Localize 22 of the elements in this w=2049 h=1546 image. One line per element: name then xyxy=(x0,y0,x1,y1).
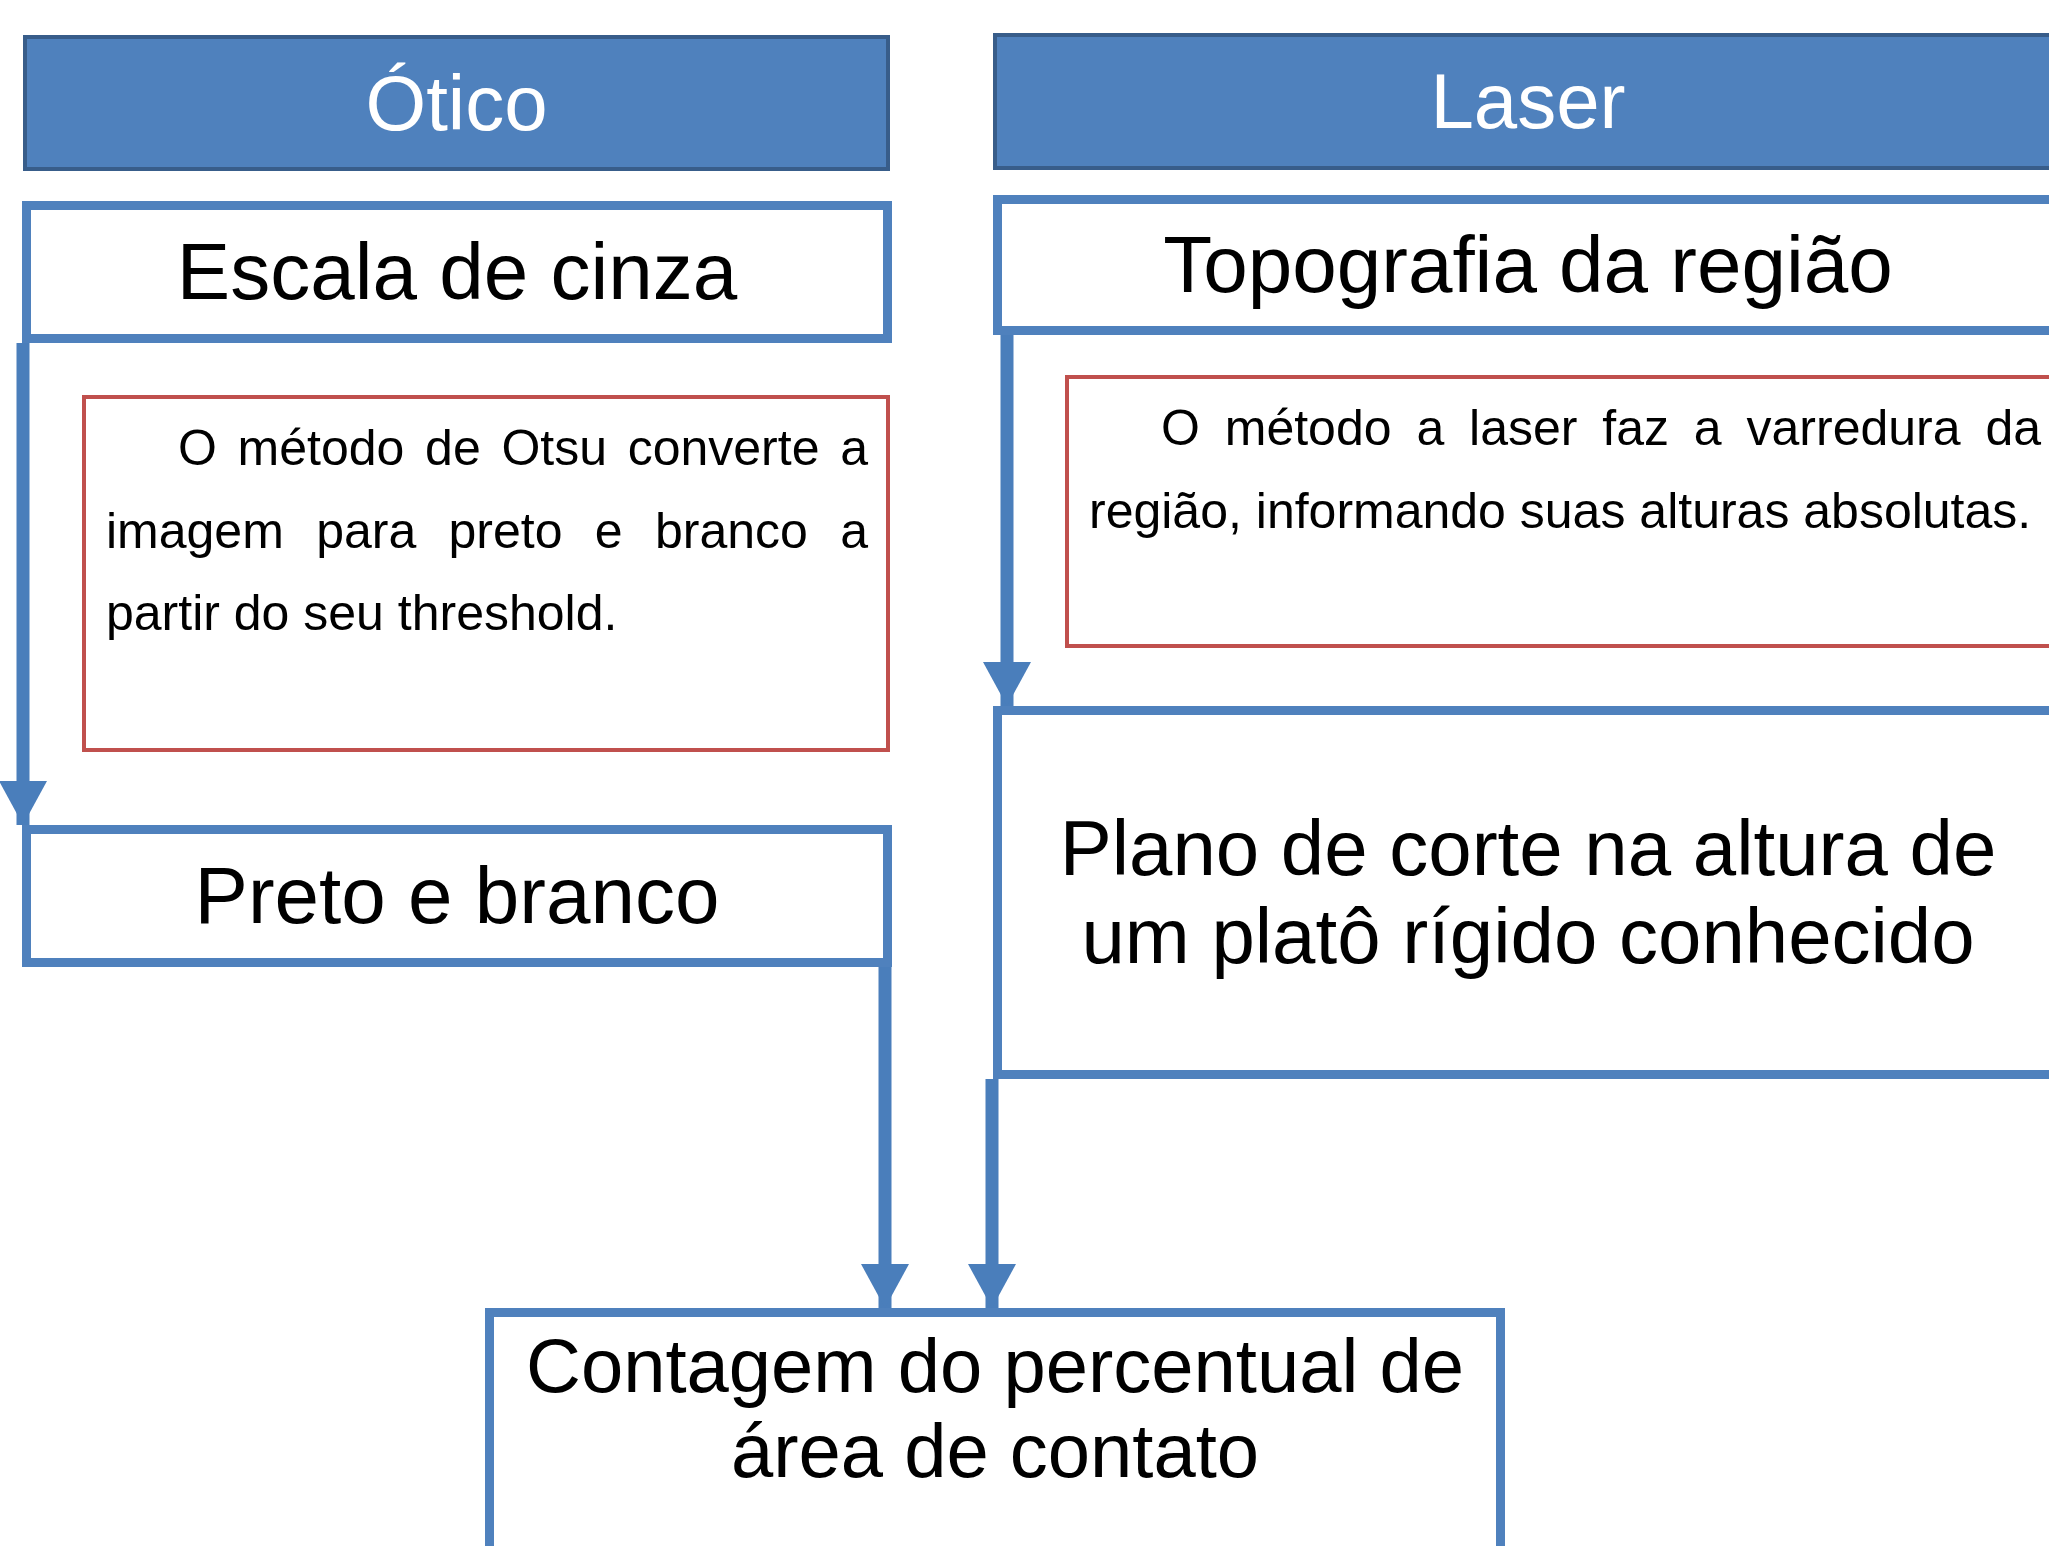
box-label: Topografia da região xyxy=(1163,220,1893,310)
box-label: Plano de corte na altura de um platô rígido conhecido xyxy=(1058,805,1998,980)
header-text: Laser xyxy=(1430,56,1626,147)
column-header xyxy=(993,33,2049,170)
arrow xyxy=(0,343,47,825)
note-box xyxy=(82,395,890,752)
arrow xyxy=(861,967,909,1308)
column-header xyxy=(23,35,890,171)
note-text: O método a laser faz a varredura da região, informando suas alturas absolutas. xyxy=(1089,399,2041,541)
note-box xyxy=(1065,375,2049,648)
header-text: Ótico xyxy=(365,57,548,149)
process-box xyxy=(22,201,892,343)
process-box xyxy=(22,825,892,967)
box-label: Escala de cinza xyxy=(176,227,738,317)
process-box xyxy=(993,195,2049,335)
process-box xyxy=(485,1308,1505,1546)
note-text: O método de Otsu converte a imagem para preto e branco a partir do seu threshold. xyxy=(106,419,868,643)
box-label: Preto e branco xyxy=(194,851,720,941)
process-box xyxy=(993,706,2049,1079)
arrow xyxy=(983,335,1031,706)
box-label: Contagem do percentual de área de contato xyxy=(525,1323,1465,1494)
arrow xyxy=(968,1079,1016,1308)
